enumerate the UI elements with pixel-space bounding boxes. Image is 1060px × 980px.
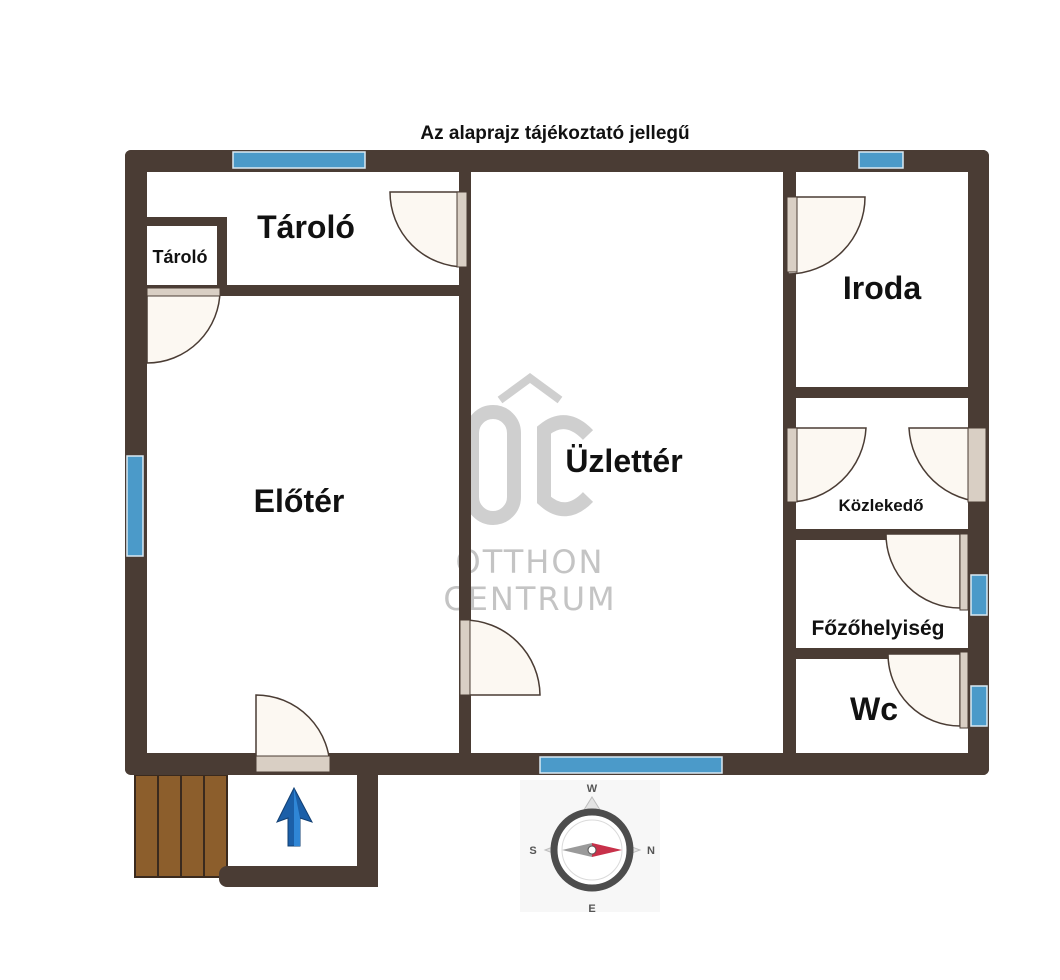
compass-letter-bottom: E [588,903,595,915]
wall-tarolo-bottom [147,285,459,296]
window-icon [858,151,904,169]
room-label-kozlekedo: Közlekedő [838,496,923,515]
compass-icon: W N E S [520,780,660,915]
wall-porch-right [357,775,378,887]
door-swing-icon [459,619,541,696]
compass-letter-top: W [587,783,598,795]
room-label-fozohelyiseg: Főzőhelyiség [811,617,944,640]
door-swing-icon [885,533,969,611]
window-icon [970,574,988,616]
window-icon [232,151,366,169]
wall-iroda-bottom [796,387,968,398]
room-label-tarolo: Tároló [257,209,355,245]
disclaimer-note: Az alaprajz tájékoztató jellegű [420,123,689,144]
door-swing-icon [887,651,969,729]
compass-letter-right: N [647,845,655,857]
doors [146,191,988,773]
windows [126,151,988,774]
window-icon [539,756,723,774]
door-swing-icon [389,191,468,268]
door-swing-icon [908,427,988,503]
stairs-icon [134,774,228,878]
watermark-o-shape [465,405,521,525]
wall-fozo-bottom [796,648,968,659]
door-swing-icon [255,694,331,773]
room-label-uzletter: Üzlettér [565,443,682,479]
watermark-line2: CENTRUM [443,580,616,618]
wall-porch-bottom [219,866,378,887]
window-icon [970,685,988,727]
room-label-tarolo-small: Tároló [152,247,207,267]
door-swing-icon [786,196,866,275]
watermark-line1: OTTHON [456,543,605,581]
door-swing-icon [146,287,221,364]
door-swing-icon [786,427,867,503]
entrance-arrow-icon [275,786,314,847]
watermark-c-shape [537,415,594,517]
watermark-logo: OTTHON CENTRUM [443,373,616,618]
wall-small-tarolo-right [217,217,227,289]
wall-eloter-uzletter [459,172,471,753]
compass-letter-left: S [529,845,536,857]
room-label-iroda: Iroda [843,270,921,306]
wall-small-tarolo-top [147,217,227,226]
window-icon [126,455,144,557]
wall-kozlekedo-bottom [796,529,968,540]
room-label-eloter: Előtér [254,483,345,519]
room-label-wc: Wc [850,691,898,727]
